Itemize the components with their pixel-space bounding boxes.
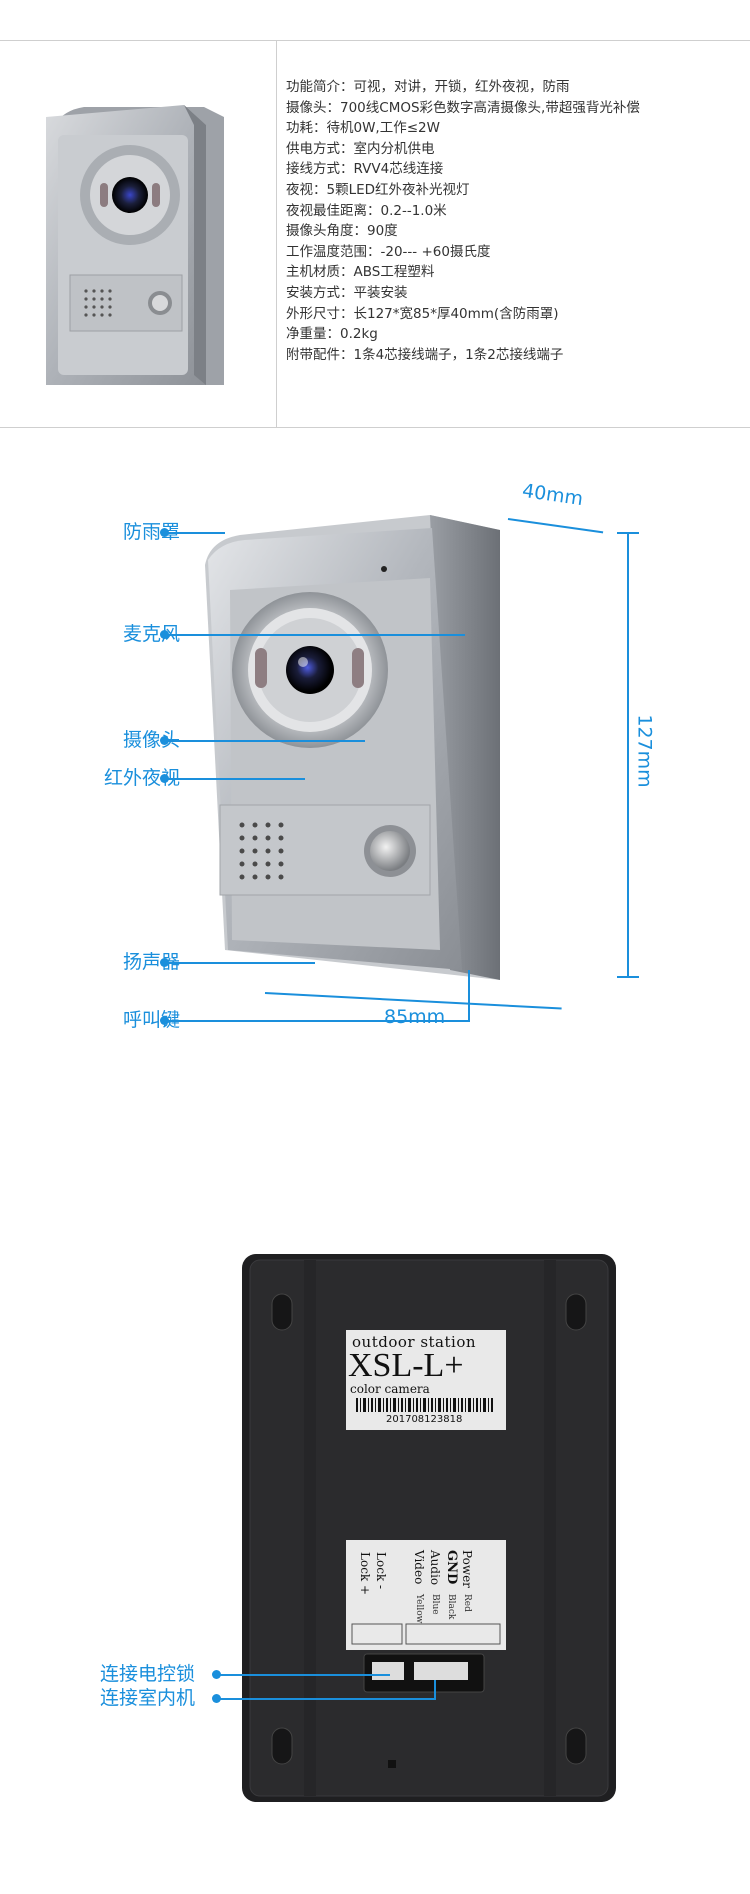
spec-line: 净重量：0.2kg xyxy=(286,326,378,343)
callout-lock-connection: 连接电控锁 xyxy=(100,1663,196,1685)
callout-rain-cover: 防雨罩 xyxy=(122,521,180,543)
callout-line xyxy=(165,740,365,742)
device-back-view xyxy=(242,1254,616,1802)
terminal-video: Video xyxy=(412,1550,426,1585)
terminal-audio: Audio xyxy=(428,1550,442,1586)
spec-line: 供电方式：室内分机供电 xyxy=(286,140,435,157)
callout-microphone: 麦克风 xyxy=(122,623,180,645)
terminal-lock-minus: Lock - xyxy=(374,1552,388,1590)
dim-height-tick xyxy=(617,532,639,534)
callout-line xyxy=(165,962,315,964)
dim-height-label: 127mm xyxy=(633,714,656,788)
terminal-power-group: Video Audio GND Power Yellow Blue Black … xyxy=(412,1550,502,1624)
callout-line xyxy=(468,970,470,1022)
callout-dot xyxy=(160,528,169,537)
spec-line: 夜视：5颗LED红外夜补光视灯 xyxy=(286,181,470,198)
callout-indoor-unit-connection: 连接室内机 xyxy=(100,1687,196,1709)
terminal-power: Power xyxy=(460,1550,474,1588)
sticker-serial: 201708123818 xyxy=(386,1414,463,1425)
callout-line xyxy=(165,634,465,636)
spec-line: 工作温度范围：-20--- +60摄氏度 xyxy=(286,243,491,260)
terminal-lock-plus: Lock + xyxy=(358,1552,372,1596)
spec-section: 功能简介：可视，对讲，开锁，红外夜视，防雨 摄像头：700线CMOS彩色数字高清… xyxy=(0,40,750,428)
callout-camera: 摄像头 xyxy=(122,729,180,751)
sticker-model: XSL-L+ xyxy=(348,1347,464,1384)
terminal-color-audio: Blue xyxy=(430,1594,440,1615)
spec-line: 接线方式：RVV4芯线连接 xyxy=(286,161,444,178)
callout-dot xyxy=(160,774,169,783)
spec-line: 功耗：待机0W,工作≤2W xyxy=(286,120,440,137)
callout-dot xyxy=(160,1016,169,1025)
speaker-grille xyxy=(239,822,284,880)
terminal-color-gnd: Black xyxy=(446,1594,456,1620)
dimension-section: 防雨罩 麦克风 摄像头 红外夜视 扬声器 呼叫键 40mm 127mm 85mm xyxy=(0,440,750,1160)
terminal-color-power: Red xyxy=(462,1594,472,1612)
dim-width-label: 85mm xyxy=(384,1006,446,1028)
callout-line xyxy=(165,532,225,534)
callout-dot xyxy=(160,958,169,967)
callout-call-button: 呼叫键 xyxy=(122,1009,180,1031)
spec-line: 夜视最佳距离：0.2--1.0米 xyxy=(286,202,447,219)
spec-line: 安装方式：平装安装 xyxy=(286,284,408,301)
callout-line xyxy=(216,1698,436,1700)
sticker-title: outdoor station xyxy=(352,1333,477,1351)
callout-dot xyxy=(160,630,169,639)
spec-line: 主机材质：ABS工程塑料 xyxy=(286,264,435,281)
sticker-subtitle: color camera xyxy=(350,1382,430,1396)
spec-line: 附带配件：1条4芯接线端子，1条2芯接线端子 xyxy=(286,346,564,363)
terminal-gnd: GND xyxy=(444,1550,459,1585)
spec-line: 摄像头角度：90度 xyxy=(286,223,398,240)
spec-line: 摄像头：700线CMOS彩色数字高清摄像头,带超强背光补偿 xyxy=(286,99,640,116)
spec-line: 功能简介：可视，对讲，开锁，红外夜视，防雨 xyxy=(286,79,570,95)
callout-speaker: 扬声器 xyxy=(122,951,180,973)
callout-ir-night-vision: 红外夜视 xyxy=(103,767,180,789)
callout-dot xyxy=(160,736,169,745)
device-front-view xyxy=(205,515,500,980)
back-panel-section: outdoor station XSL-L+ color camera 2017… xyxy=(0,1240,750,1894)
terminal-color-video: Yellow xyxy=(414,1594,424,1624)
terminal-lock-group: Lock + Lock - xyxy=(358,1552,388,1622)
device-thumbnail xyxy=(46,105,224,385)
callout-line xyxy=(165,778,305,780)
dim-height-tick xyxy=(617,976,639,978)
callout-line xyxy=(434,1680,436,1700)
callout-line xyxy=(216,1674,390,1676)
callout-line xyxy=(165,1020,470,1022)
spec-line: 外形尺寸：长127*宽85*厚40mm(含防雨罩) xyxy=(286,305,559,322)
spec-list: 功能简介：可视，对讲，开锁，红外夜视，防雨 摄像头：700线CMOS彩色数字高清… xyxy=(286,77,640,365)
dim-height-line xyxy=(627,532,629,977)
spec-divider xyxy=(276,41,277,427)
